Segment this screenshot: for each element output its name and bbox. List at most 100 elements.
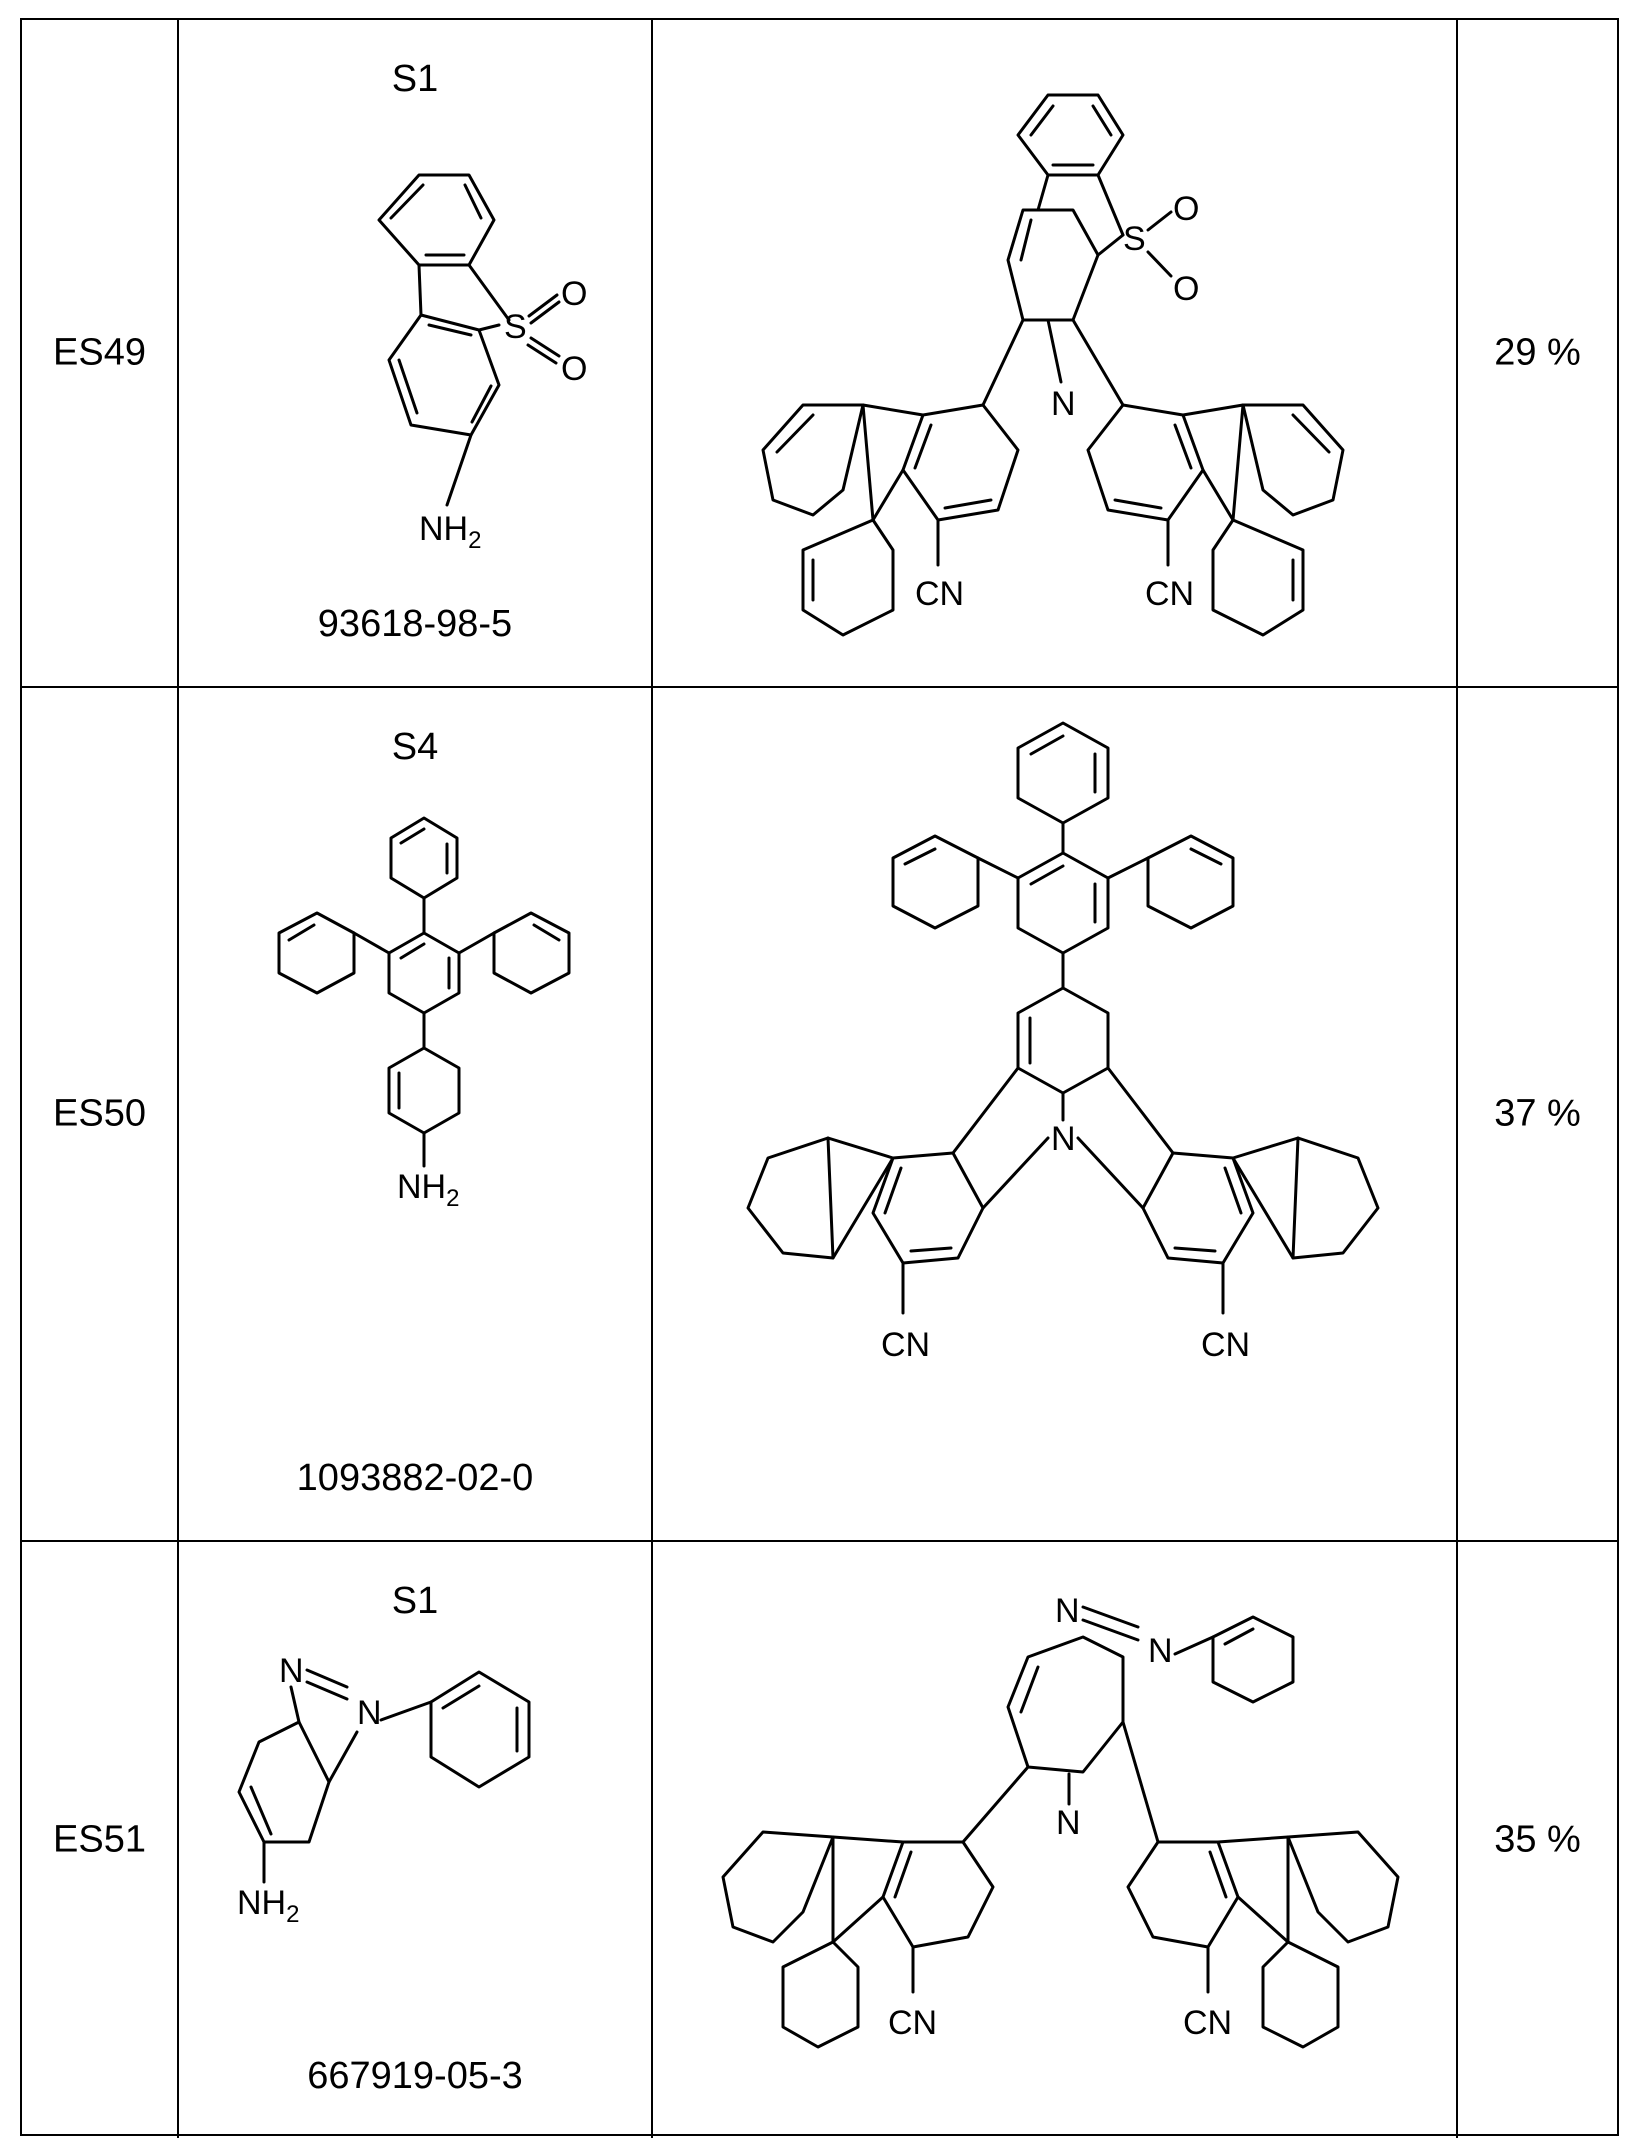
ring (1233, 1138, 1378, 1258)
bond (1115, 500, 1161, 508)
ring (379, 175, 494, 265)
starting-material-structure: N N NH2 (179, 1542, 653, 2140)
cyano-label: CN (1201, 1326, 1250, 1364)
amine-label: NH2 (237, 1884, 299, 1928)
ring (1213, 520, 1303, 635)
bond (983, 320, 1023, 405)
ring (1263, 1942, 1338, 2047)
yield-cell: 35 % (1458, 1542, 1617, 2138)
starting-material-structure: NH2 (179, 688, 653, 1542)
bond (251, 1787, 271, 1834)
cyano-label: CN (915, 575, 964, 613)
compound-id-cell: ES51 (22, 1542, 179, 2138)
oxo-label: O (561, 350, 587, 388)
product-structure: S O O N CN (653, 20, 1458, 686)
ring (748, 1138, 893, 1258)
yield-cell: 37 % (1458, 688, 1617, 1540)
ring (431, 1672, 529, 1787)
bond (531, 338, 559, 356)
ring (903, 405, 1018, 520)
nitrogen-label: N (1148, 1632, 1173, 1670)
compound-id: ES51 (22, 1819, 177, 1862)
compound-id: ES49 (22, 332, 177, 375)
nitrogen-label: N (279, 1652, 304, 1690)
product-structure: N CN CN (653, 688, 1458, 1542)
bond (1021, 220, 1031, 260)
bond (1183, 405, 1243, 415)
compound-id-cell: ES49 (22, 20, 179, 686)
bond (447, 435, 471, 505)
bond (1218, 1837, 1288, 1842)
yield-value: 35 % (1458, 1819, 1617, 1862)
bond (528, 345, 556, 363)
ring (723, 1832, 833, 1942)
bond (354, 933, 389, 953)
reaction-table: ES49 S1 S O (20, 18, 1619, 2136)
bond (1203, 470, 1233, 520)
bond (1021, 1667, 1038, 1712)
nitrogen-label: N (357, 1694, 382, 1732)
bond (329, 1732, 357, 1782)
bond (1031, 106, 1053, 135)
bond (1108, 858, 1148, 878)
bond (1148, 252, 1171, 276)
product-structure: N N N CN CN (653, 1542, 1458, 2140)
ring (1008, 210, 1098, 320)
bond (1048, 320, 1061, 382)
bond (291, 1687, 299, 1722)
starting-material-cell: S4 NH2 1093882-02-0 (179, 688, 653, 1540)
yield-value: 37 % (1458, 1093, 1617, 1136)
bond (873, 470, 903, 520)
bond (983, 1138, 1048, 1208)
ring (1143, 1153, 1253, 1263)
bond (1098, 235, 1123, 255)
ring (763, 405, 863, 515)
bond (381, 1702, 431, 1720)
bond (1225, 1629, 1253, 1644)
table-row: ES51 S1 N N NH2 667919-05-3 (22, 1540, 1617, 2138)
starting-material-cell: S1 S O (179, 20, 653, 686)
sulfur-label: S (1123, 220, 1146, 258)
bond (978, 858, 1018, 878)
bond (1191, 849, 1221, 864)
bond (1175, 1248, 1215, 1251)
bond (828, 1138, 833, 1258)
ring (239, 1722, 329, 1842)
bond (863, 405, 873, 520)
oxo-label: O (1173, 270, 1199, 308)
compound-id-cell: ES50 (22, 688, 179, 1540)
bond (1148, 212, 1171, 230)
bond (911, 1248, 951, 1251)
table-row: ES50 S4 NH2 (22, 686, 1617, 1540)
bond (401, 944, 424, 958)
ring (494, 913, 569, 993)
bond (419, 265, 421, 315)
bond (863, 405, 923, 415)
yield-cell: 29 % (1458, 20, 1617, 686)
bond (945, 500, 991, 508)
bond (1238, 1897, 1288, 1942)
nitrogen-label: N (1051, 1120, 1076, 1158)
cyano-label: CN (881, 1326, 930, 1364)
ring (1088, 405, 1203, 520)
product-cell: S O O N CN (653, 20, 1458, 686)
oxo-label: O (561, 275, 587, 313)
bond (1175, 1637, 1213, 1654)
cyano-label: CN (1145, 575, 1194, 613)
bond (833, 1897, 883, 1942)
ring (783, 1942, 858, 2047)
nitrogen-label: N (1056, 1804, 1081, 1842)
compound-id: ES50 (22, 1093, 177, 1136)
starting-material-structure: S O O NH2 (179, 20, 653, 686)
bond (443, 1686, 479, 1708)
cas-number: 1093882-02-0 (179, 1457, 651, 1500)
ring (1018, 95, 1123, 175)
sulfur-label: S (504, 308, 527, 346)
bond (1293, 415, 1329, 452)
bond (963, 1767, 1028, 1842)
bond (399, 360, 417, 413)
product-cell: N N N CN CN (653, 1542, 1458, 2138)
nitrogen-label: N (1055, 1592, 1080, 1630)
ring (1243, 405, 1343, 515)
cyano-label: CN (1183, 2004, 1232, 2042)
